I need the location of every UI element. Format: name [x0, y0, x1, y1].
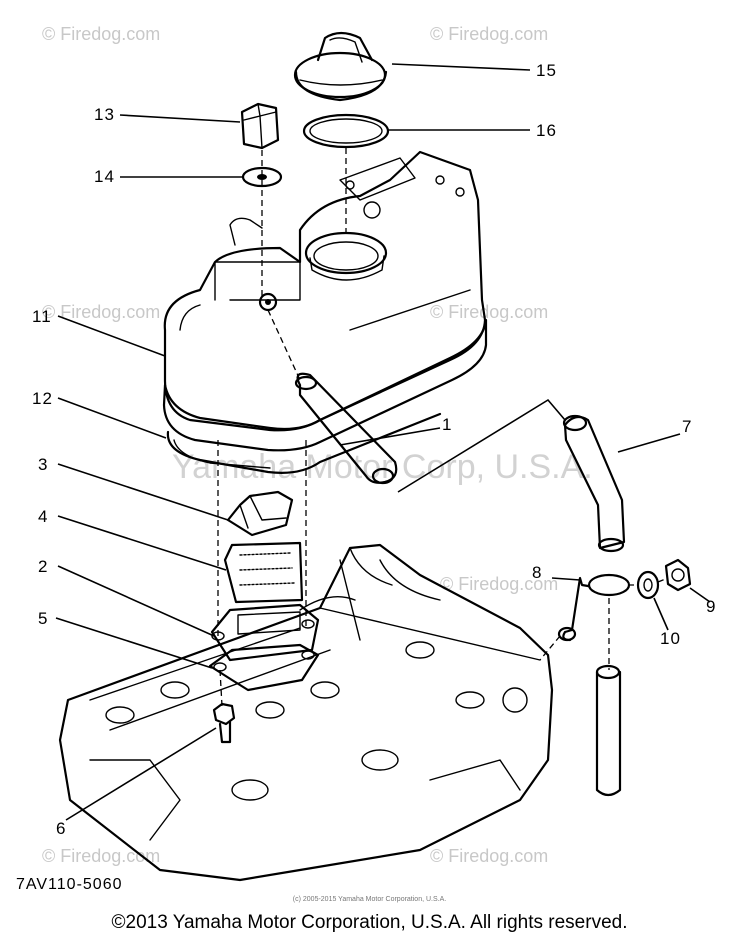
- callout-15: 15: [536, 61, 557, 80]
- tank-gasket: [166, 412, 442, 474]
- reed-valve-stopper: [226, 490, 294, 537]
- hose-7: [562, 414, 626, 553]
- callout-16: 16: [536, 121, 557, 140]
- watermark-firedog: © Firedog.com: [430, 24, 548, 44]
- callout-7: 7: [682, 417, 692, 436]
- leader-lines: [55, 63, 711, 821]
- small-copyright-note: (c) 2005-2015 Yamaha Motor Corporation, …: [292, 896, 447, 903]
- nut: [240, 102, 280, 150]
- copyright-footer: ©2013 Yamaha Motor Corporation, U.S.A. A…: [111, 912, 628, 933]
- o-ring: [302, 113, 390, 149]
- callout-3: 3: [38, 455, 48, 474]
- callout-11: 11: [32, 307, 52, 326]
- callout-10: 10: [660, 629, 681, 648]
- diagram-code: 7AV110-5060: [16, 876, 123, 893]
- reed-valve-plate: [223, 541, 304, 604]
- callout-1: 1: [442, 415, 452, 434]
- nut-9: [664, 558, 692, 592]
- filler-cap: [293, 31, 388, 102]
- reed-valve-base: [210, 603, 320, 662]
- callout-12: 12: [32, 389, 53, 408]
- watermark-firedog: © Firedog.com: [440, 574, 558, 594]
- watermark-firedog: © Firedog.com: [430, 302, 548, 322]
- callout-9: 9: [706, 597, 716, 616]
- clip: [557, 573, 631, 642]
- washer-10: [636, 570, 660, 600]
- bolt: [212, 702, 236, 744]
- watermark-firedog: © Firedog.com: [42, 302, 160, 322]
- hose-1: [294, 372, 398, 485]
- callout-14: 14: [94, 167, 115, 186]
- callout-5: 5: [38, 609, 48, 628]
- callout-4: 4: [38, 507, 48, 526]
- watermark-firedog: © Firedog.com: [42, 24, 160, 44]
- callout-2: 2: [38, 557, 48, 576]
- assembly-axis-lines: [217, 148, 669, 707]
- watermark-firedog: © Firedog.com: [430, 846, 548, 866]
- callout-13: 13: [94, 105, 115, 124]
- callout-8: 8: [532, 563, 542, 582]
- watermark-firedog: © Firedog.com: [42, 846, 160, 866]
- cylinder-head: [58, 543, 554, 882]
- callout-6: 6: [56, 819, 66, 838]
- breather-tank: [162, 150, 488, 452]
- hose-lower: [595, 664, 622, 797]
